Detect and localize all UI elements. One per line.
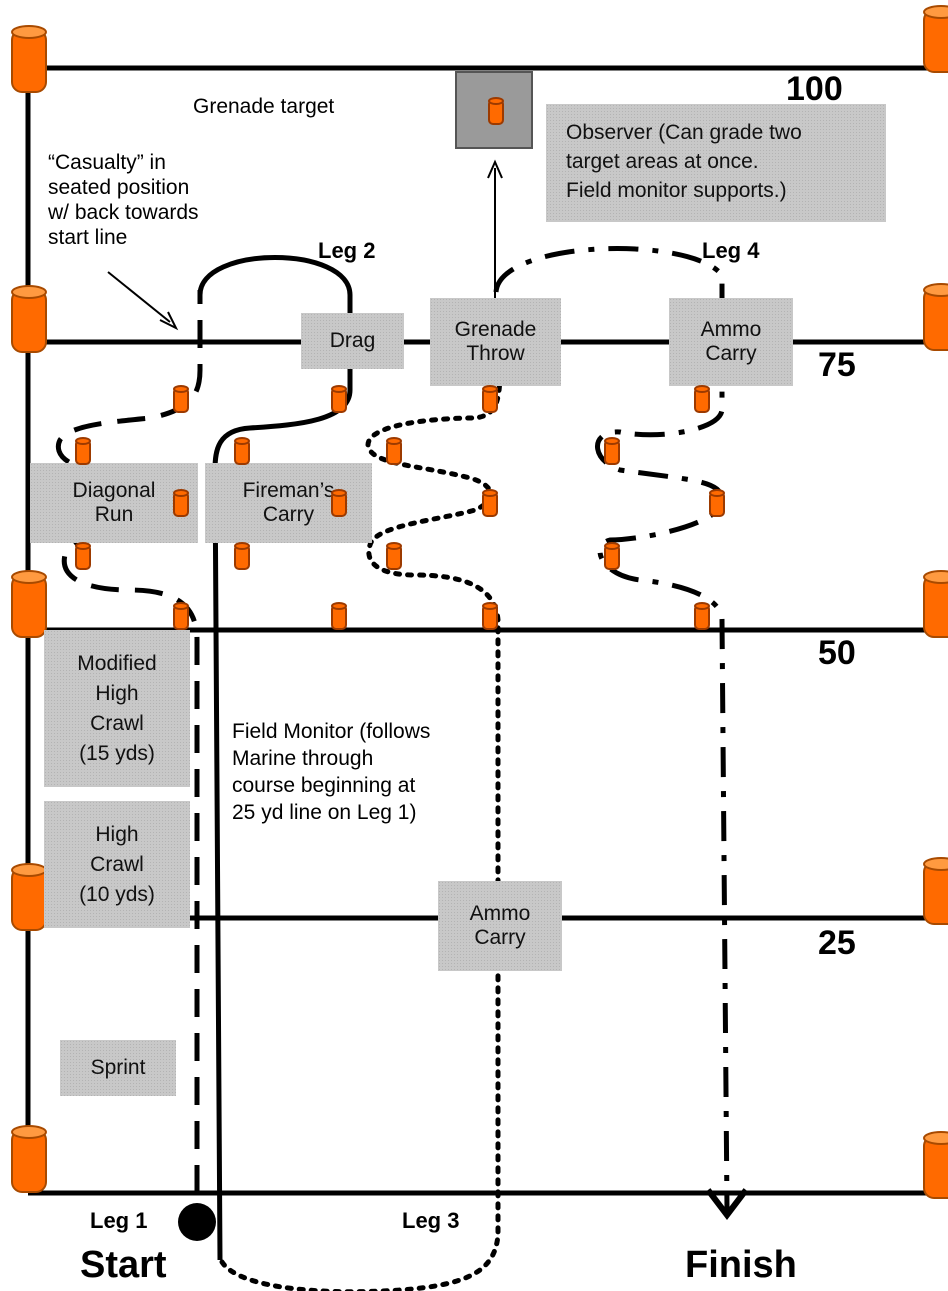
cone-icon xyxy=(234,542,250,570)
yard-label-50: 50 xyxy=(818,634,856,672)
station-modified-high-crawl: Modified High Crawl (15 yds) xyxy=(44,630,190,787)
cone-icon xyxy=(482,602,498,630)
station-grenade-throw: Grenade Throw xyxy=(430,298,561,386)
cone-icon xyxy=(694,385,710,413)
field-monitor-note: Field Monitor (follows Marine through co… xyxy=(232,720,431,824)
leg-1-path xyxy=(55,290,203,1193)
finish-arrow-head xyxy=(705,1188,749,1220)
casualty-pointer-arrow xyxy=(107,271,171,323)
leg-3-path xyxy=(219,357,503,1291)
grenade-target-box xyxy=(455,71,533,149)
cone-icon xyxy=(234,437,250,465)
cone-icon xyxy=(75,437,91,465)
boundary-post-icon xyxy=(923,857,948,925)
yard-label-25: 25 xyxy=(818,924,856,962)
cone-icon xyxy=(604,542,620,570)
yard-label-75: 75 xyxy=(818,346,856,384)
cone-icon xyxy=(331,489,347,517)
grenade-target-label: Grenade target xyxy=(193,95,335,118)
boundary-post-icon xyxy=(11,25,47,93)
cone-icon xyxy=(482,385,498,413)
yard-label-100: 100 xyxy=(786,70,843,108)
start-label: Start xyxy=(80,1244,167,1286)
cone-icon xyxy=(694,602,710,630)
boundary-post-icon xyxy=(923,1131,948,1199)
boundary-post-icon xyxy=(11,570,47,638)
boundary-post-icon xyxy=(923,5,948,73)
station-ammo-carry-top: Ammo Carry xyxy=(669,298,793,386)
station-high-crawl: High Crawl (10 yds) xyxy=(44,801,190,928)
casualty-note: “Casualty” in seated position w/ back to… xyxy=(48,151,199,249)
leg-4-path xyxy=(493,246,730,1211)
leg-3-label: Leg 3 xyxy=(402,1208,460,1233)
cone-icon xyxy=(173,385,189,413)
leg-1-label: Leg 1 xyxy=(90,1208,148,1233)
boundary-post-icon xyxy=(11,1125,47,1193)
cone-icon xyxy=(75,542,91,570)
leg-2-label: Leg 2 xyxy=(318,238,376,263)
finish-label: Finish xyxy=(685,1244,797,1286)
cone-icon xyxy=(709,489,725,517)
start-dot xyxy=(178,1203,216,1241)
casualty-pointer-arrowhead xyxy=(159,311,179,331)
grenade-target-cone-icon xyxy=(488,97,504,125)
cone-icon xyxy=(386,542,402,570)
cone-icon xyxy=(173,602,189,630)
leg-4-label: Leg 4 xyxy=(702,238,760,263)
cone-icon xyxy=(331,602,347,630)
station-drag: Drag xyxy=(301,313,404,369)
cone-icon xyxy=(173,489,189,517)
cone-icon xyxy=(482,489,498,517)
cone-icon xyxy=(331,385,347,413)
grenade-throw-arrowhead xyxy=(487,159,503,179)
boundary-post-icon xyxy=(11,863,47,931)
station-ammo-carry-bottom: Ammo Carry xyxy=(438,881,562,971)
cone-icon xyxy=(386,437,402,465)
boundary-post-icon xyxy=(11,285,47,353)
boundary-posts xyxy=(11,5,948,1199)
boundary-post-icon xyxy=(923,283,948,351)
cone-icon xyxy=(604,437,620,465)
observer-note: Observer (Can grade two target areas at … xyxy=(546,104,886,222)
station-diagonal-run: Diagonal Run xyxy=(30,463,198,543)
station-sprint: Sprint xyxy=(60,1040,176,1096)
boundary-post-icon xyxy=(923,570,948,638)
